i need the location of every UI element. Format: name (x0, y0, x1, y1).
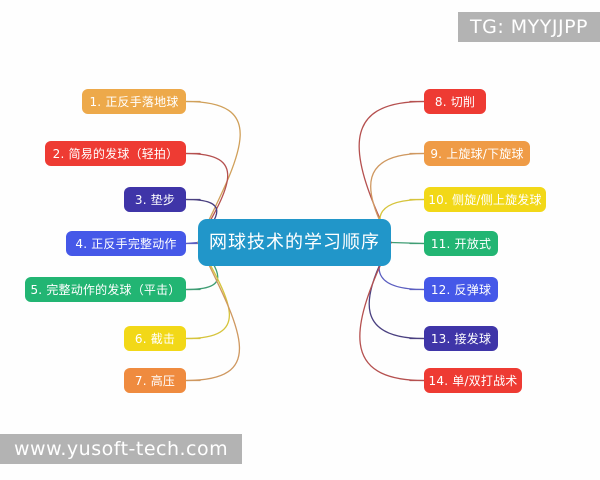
branch-node-label: 9. 上旋球/下旋球 (430, 146, 524, 161)
watermark-bottom-left: www.yusoft-tech.com (0, 434, 243, 464)
branch-node-left-5[interactable]: 5. 完整动作的发球（平击） (25, 277, 186, 302)
branch-node-left-2[interactable]: 2. 简易的发球（轻拍） (45, 141, 186, 166)
branch-node-right-7[interactable]: 14. 单/双打战术 (424, 368, 522, 393)
branch-node-label: 2. 简易的发球（轻拍） (52, 146, 179, 161)
branch-node-label: 8. 切削 (434, 94, 476, 109)
branch-node-left-7[interactable]: 7. 高压 (124, 368, 186, 393)
branch-node-label: 10. 侧旋/侧上旋发球 (428, 192, 542, 207)
central-node[interactable]: 网球技术的学习顺序 (198, 219, 391, 266)
branch-node-right-4[interactable]: 11. 开放式 (424, 231, 498, 256)
branch-node-left-1[interactable]: 1. 正反手落地球 (82, 89, 186, 114)
branch-node-label: 3. 垫步 (134, 192, 176, 207)
connector-right-4 (390, 241, 425, 245)
branch-node-label: 4. 正反手完整动作 (75, 236, 177, 251)
branch-node-right-3[interactable]: 10. 侧旋/侧上旋发球 (424, 187, 546, 212)
branch-node-label: 7. 高压 (134, 373, 176, 388)
branch-node-label: 13. 接发球 (430, 331, 492, 346)
branch-node-label: 6. 截击 (134, 331, 176, 346)
branch-node-left-6[interactable]: 6. 截击 (124, 326, 186, 351)
branch-node-right-1[interactable]: 8. 切削 (424, 89, 486, 114)
branch-node-right-2[interactable]: 9. 上旋球/下旋球 (424, 141, 530, 166)
branch-node-left-3[interactable]: 3. 垫步 (124, 187, 186, 212)
branch-node-label: 12. 反弹球 (430, 282, 492, 297)
branch-node-label: 5. 完整动作的发球（平击） (30, 282, 181, 297)
branch-node-label: 1. 正反手落地球 (89, 94, 179, 109)
branch-node-right-5[interactable]: 12. 反弹球 (424, 277, 498, 302)
branch-node-label: 14. 单/双打战术 (428, 373, 518, 388)
branch-node-right-6[interactable]: 13. 接发球 (424, 326, 498, 351)
branch-node-left-4[interactable]: 4. 正反手完整动作 (66, 231, 186, 256)
branch-node-label: 11. 开放式 (430, 236, 492, 251)
connector-left-4 (185, 241, 199, 245)
watermark-top-right: TG: MYYJJPP (458, 12, 600, 42)
